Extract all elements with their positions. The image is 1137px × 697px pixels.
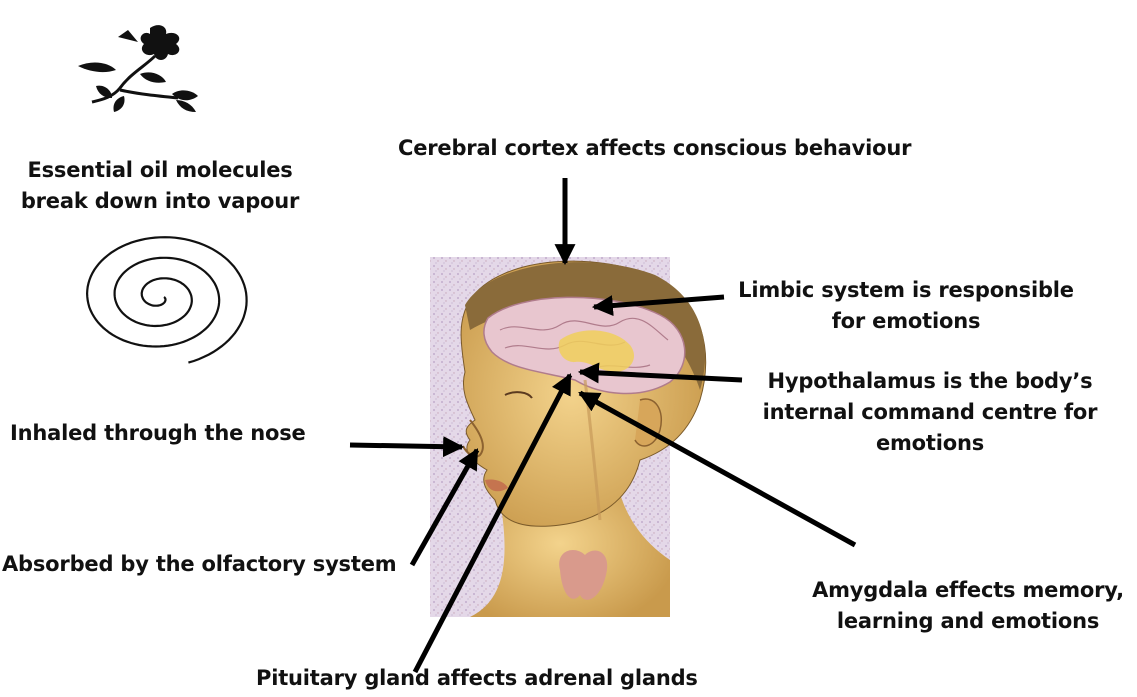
label-hypothalamus-line2: internal command centre for [746,397,1114,428]
label-essential-oil-line1: Essential oil molecules [10,155,310,186]
label-limbic-line1: Limbic system is responsible [728,275,1084,306]
label-inhaled: Inhaled through the nose [10,418,306,449]
label-absorbed: Absorbed by the olfactory system [2,549,396,580]
arrow-inhaled [350,445,462,447]
label-hypothalamus: Hypothalamus is the body’s internal comm… [746,366,1114,459]
label-hypothalamus-line1: Hypothalamus is the body’s [746,366,1114,397]
label-limbic-line2: for emotions [728,306,1084,337]
label-pituitary: Pituitary gland affects adrenal glands [256,663,698,694]
label-essential-oil: Essential oil molecules break down into … [10,155,310,217]
label-amygdala-line2: learning and emotions [800,606,1136,637]
label-amygdala: Amygdala effects memory, learning and em… [800,575,1136,637]
flower-icon [78,25,198,112]
label-amygdala-line1: Amygdala effects memory, [800,575,1136,606]
label-limbic-system: Limbic system is responsible for emotion… [728,275,1084,337]
label-hypothalamus-line3: emotions [746,428,1114,459]
label-essential-oil-line2: break down into vapour [10,186,310,217]
label-cerebral-cortex: Cerebral cortex affects conscious behavi… [398,133,911,164]
vapour-spiral-icon [87,237,247,362]
